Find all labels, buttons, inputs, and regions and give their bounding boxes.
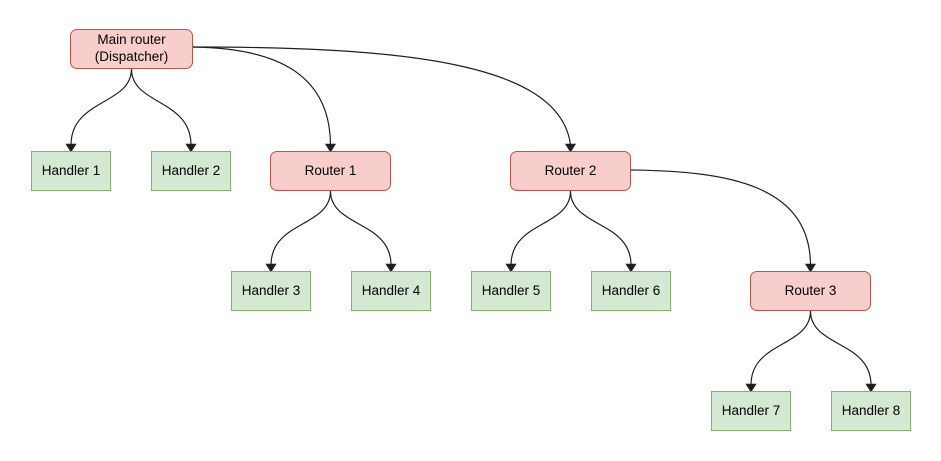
edge-router-3-handler-8-line [809, 310, 872, 386]
node-main-router-label: Main router (Dispatcher) [94, 32, 169, 64]
node-handler-8-label: Handler 8 [841, 402, 901, 418]
edge-main-handler-1-line [70, 68, 133, 146]
node-handler-3[interactable]: Handler 3 [231, 271, 311, 311]
node-router-2[interactable]: Router 2 [510, 151, 631, 191]
edge-router-1-handler-4-line [329, 190, 392, 266]
edge-router-1-handler-3-line [270, 190, 332, 266]
edge-router-2-router-3 [630, 169, 817, 273]
edge-router-2-handler-5 [505, 190, 572, 273]
node-router-3[interactable]: Router 3 [750, 271, 871, 311]
node-handler-5[interactable]: Handler 5 [471, 271, 551, 311]
edge-router-3-handler-8 [809, 310, 877, 393]
node-handler-5-label: Handler 5 [481, 282, 541, 298]
node-handler-1-label: Handler 1 [41, 162, 101, 178]
node-handler-4[interactable]: Handler 4 [351, 271, 431, 311]
edge-router-3-handler-7-line [750, 310, 812, 386]
node-handler-7[interactable]: Handler 7 [711, 391, 791, 431]
node-handler-6-label: Handler 6 [601, 282, 661, 298]
edge-router-2-handler-6-line [569, 190, 632, 266]
edge-main-handler-2-line [130, 68, 192, 146]
edge-main-handler-1 [65, 68, 133, 153]
node-router-1[interactable]: Router 1 [270, 151, 391, 191]
node-router-1-label: Router 1 [304, 162, 357, 178]
node-router-3-label: Router 3 [784, 282, 837, 298]
node-handler-8[interactable]: Handler 8 [831, 391, 911, 431]
edge-main-router-1-line [192, 46, 332, 146]
node-handler-4-label: Handler 4 [361, 282, 421, 298]
edge-router-1-handler-3 [265, 190, 332, 273]
node-handler-6[interactable]: Handler 6 [591, 271, 671, 311]
edge-main-router-2-line [192, 46, 572, 146]
edge-main-handler-2 [130, 68, 197, 153]
edge-router-2-handler-5-line [510, 190, 572, 266]
edge-router-2-handler-6 [569, 190, 637, 273]
edge-router-1-handler-4 [329, 190, 397, 273]
edge-router-3-handler-7 [745, 310, 812, 393]
edge-router-2-router-3-line [630, 169, 812, 266]
node-handler-2[interactable]: Handler 2 [151, 151, 231, 191]
edge-main-router-2 [192, 46, 577, 153]
node-handler-7-label: Handler 7 [721, 402, 781, 418]
node-handler-2-label: Handler 2 [161, 162, 221, 178]
edge-main-router-1 [192, 46, 337, 153]
node-handler-3-label: Handler 3 [241, 282, 301, 298]
node-router-2-label: Router 2 [544, 162, 597, 178]
node-main-router[interactable]: Main router (Dispatcher) [70, 29, 193, 69]
node-handler-1[interactable]: Handler 1 [31, 151, 111, 191]
